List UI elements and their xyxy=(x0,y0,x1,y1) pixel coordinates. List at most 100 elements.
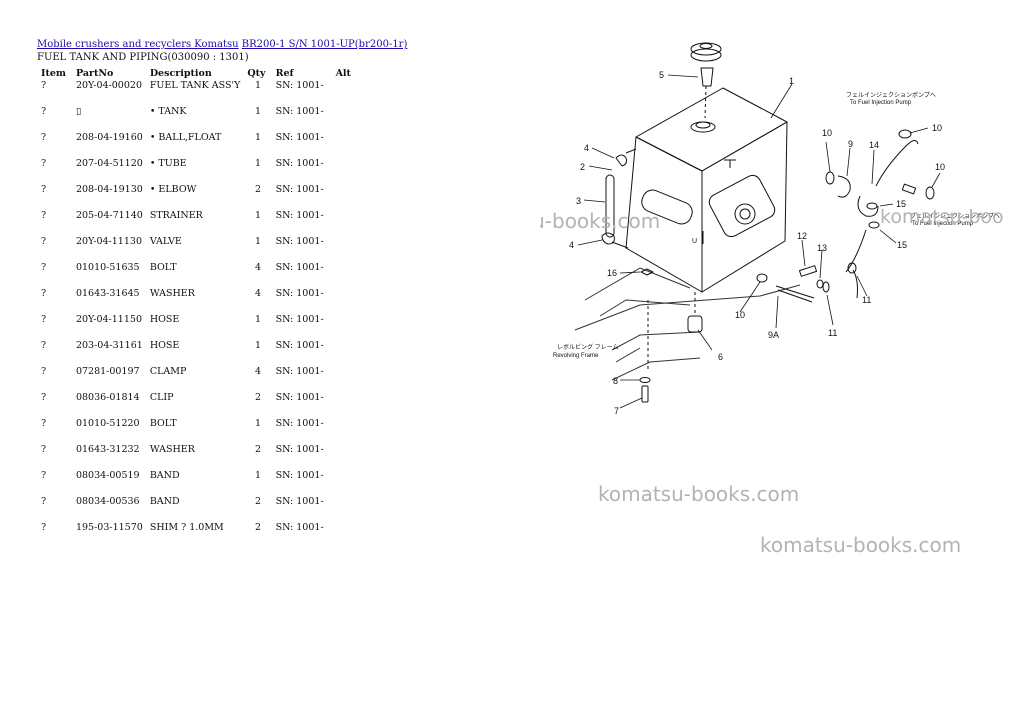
cell-qty: 2 xyxy=(254,444,261,455)
callout-15b: 15 xyxy=(897,240,907,250)
callout-3: 3 xyxy=(576,196,581,206)
cell-part: 207-04-51120 xyxy=(75,158,143,169)
cell-ref: SN: 1001- xyxy=(275,392,324,403)
cell-item: ? xyxy=(41,106,47,117)
cell-part: 01643-31645 xyxy=(75,288,140,299)
cell-item: ? xyxy=(41,444,47,455)
cell-desc: FUEL TANK ASS'Y xyxy=(149,80,241,91)
cell-ref: SN: 1001- xyxy=(275,158,324,169)
cell-ref: SN: 1001- xyxy=(275,106,324,117)
cell-desc: CLAMP xyxy=(149,366,187,377)
callout-9a: 9A xyxy=(768,330,779,340)
cell-item: ? xyxy=(41,158,47,169)
cell-ref: SN: 1001- xyxy=(275,184,324,195)
callout-5: 5 xyxy=(659,70,664,80)
cell-ref: SN: 1001- xyxy=(275,366,324,377)
cell-qty: 1 xyxy=(254,236,261,247)
cell-part: 195-03-11570 xyxy=(75,522,143,533)
callout-6: 6 xyxy=(718,352,723,362)
header-partno: PartNo xyxy=(75,67,114,79)
cell-alt xyxy=(332,132,357,158)
callout-10c: 10 xyxy=(935,162,945,172)
cell-desc: • ELBOW xyxy=(149,184,197,195)
breadcrumb-link-catalog[interactable]: Mobile crushers and recyclers Komatsu xyxy=(37,39,239,50)
cell-desc: • TUBE xyxy=(149,158,187,169)
callout-11a: 11 xyxy=(862,295,871,305)
callout-15a: 15 xyxy=(896,199,906,209)
cell-qty: 4 xyxy=(254,366,261,377)
cell-item: ? xyxy=(41,210,47,221)
cell-alt xyxy=(332,522,357,540)
cell-ref: SN: 1001- xyxy=(275,80,324,91)
cell-ref: SN: 1001- xyxy=(275,496,324,507)
cell-desc: BAND xyxy=(149,470,180,481)
cell-item: ? xyxy=(41,132,47,143)
drain-valve-part xyxy=(639,268,703,403)
breadcrumb-link-model[interactable]: BR200-1 S/N 1001-UP(br200-1r) xyxy=(241,39,408,50)
cell-part: 08034-00519 xyxy=(75,470,140,481)
cap-and-strainer-part xyxy=(690,42,722,119)
callout-10a: 10 xyxy=(822,128,832,138)
cell-ref: SN: 1001- xyxy=(275,418,324,429)
cell-item: ? xyxy=(41,418,47,429)
cell-part: 20Y-04-00020 xyxy=(75,80,142,91)
callout-4b: 4 xyxy=(569,240,574,250)
cell-desc: BOLT xyxy=(149,262,177,273)
cell-item: ? xyxy=(41,314,47,325)
small-mark-u: U xyxy=(692,238,697,245)
callout-leaders xyxy=(577,74,941,409)
cell-qty: 1 xyxy=(254,340,261,351)
cell-ref: SN: 1001- xyxy=(275,262,324,273)
cell-alt xyxy=(332,210,357,236)
cell-desc: HOSE xyxy=(149,340,180,351)
header-description: Description xyxy=(149,67,212,79)
cell-ref: SN: 1001- xyxy=(275,522,324,533)
cell-desc: VALVE xyxy=(149,236,182,247)
watermark-4: komatsu-boo xyxy=(880,206,1004,228)
label-revolving-frame: Revolving Frame xyxy=(553,353,599,359)
cell-ref: SN: 1001- xyxy=(275,314,324,325)
cell-part: ▯ xyxy=(75,106,82,117)
header-qty: Qty xyxy=(247,67,266,79)
cell-desc: CLIP xyxy=(149,392,174,403)
page-subtitle: FUEL TANK AND PIPING(030090 : 1301) xyxy=(37,52,249,63)
label-fuel-pump-mid: To Fuel Injection Pump xyxy=(912,221,974,227)
cell-qty: 1 xyxy=(254,314,261,325)
cell-qty: 4 xyxy=(254,288,261,299)
watermark-1: komatsu-books.com xyxy=(540,209,660,233)
cell-ref: SN: 1001- xyxy=(275,340,324,351)
cell-alt xyxy=(332,158,357,184)
cell-item: ? xyxy=(41,288,47,299)
cell-part: 203-04-31161 xyxy=(75,340,143,351)
cell-alt xyxy=(332,392,357,418)
table-row: ? 01643-31645 WASHER 4 SN: 1001- xyxy=(37,288,357,314)
cell-item: ? xyxy=(41,496,47,507)
cell-desc: SHIM ? 1.0MM xyxy=(149,522,224,533)
cell-alt xyxy=(332,418,357,444)
table-header-row: Item PartNo Description Qty Ref Alt xyxy=(37,66,357,80)
cell-ref: SN: 1001- xyxy=(275,210,324,221)
breadcrumb: Mobile crushers and recyclers Komatsu BR… xyxy=(37,39,407,50)
cell-ref: SN: 1001- xyxy=(275,288,324,299)
fuel-tank-diagram: 1 2 3 4 4 5 6 7 8 9 9A 10 10 10 10 11 11… xyxy=(540,42,1004,416)
cell-qty: 1 xyxy=(254,80,261,91)
cell-part: 07281-00197 xyxy=(75,366,140,377)
callout-10d: 10 xyxy=(735,310,745,320)
cell-item: ? xyxy=(41,236,47,247)
cell-desc: WASHER xyxy=(149,288,195,299)
label-jp-top: フェルインジェクションポンプへ xyxy=(846,91,936,99)
cell-item: ? xyxy=(41,470,47,481)
cell-alt xyxy=(332,236,357,262)
cell-alt xyxy=(332,106,357,132)
cell-qty: 1 xyxy=(254,470,261,481)
cell-qty: 2 xyxy=(254,496,261,507)
